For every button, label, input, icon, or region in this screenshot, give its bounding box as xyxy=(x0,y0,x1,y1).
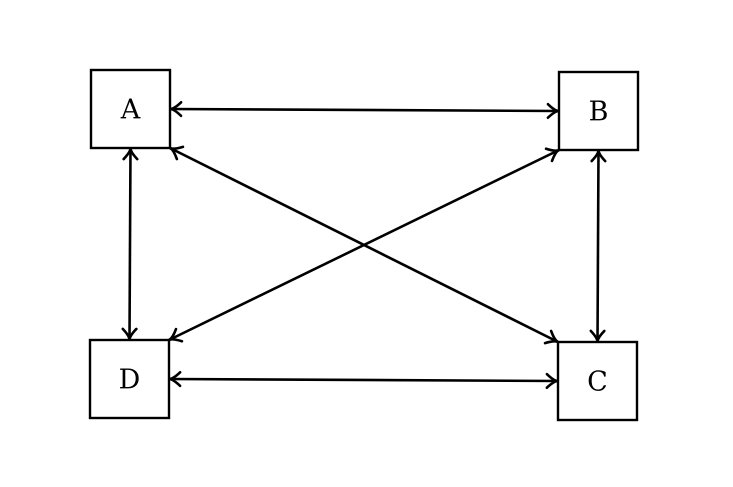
edge-a-d xyxy=(121,146,139,342)
edge-d-c-line xyxy=(168,377,559,383)
node-c: C xyxy=(556,340,639,422)
node-b: B xyxy=(557,70,640,152)
node-d-box xyxy=(88,338,171,420)
edge-a-d-line xyxy=(128,147,132,341)
node-c-box xyxy=(556,340,639,422)
edge-b-d-line xyxy=(168,148,560,342)
node-b-box xyxy=(557,70,640,152)
node-b-label: B xyxy=(589,97,609,128)
node-a-label: A xyxy=(120,95,141,126)
edge-d-c xyxy=(167,370,560,390)
node-a: A xyxy=(89,68,172,150)
edge-b-c-line xyxy=(596,149,600,343)
edges-layer xyxy=(121,100,607,390)
nodes-layer: A B C D xyxy=(88,68,640,422)
node-c-label: C xyxy=(587,367,608,398)
edge-a-b xyxy=(168,100,561,120)
node-d: D xyxy=(88,338,171,420)
node-a-box xyxy=(89,68,172,150)
edge-b-c xyxy=(589,148,607,344)
node-d-label: D xyxy=(119,365,141,396)
edge-a-b-line xyxy=(169,107,560,113)
